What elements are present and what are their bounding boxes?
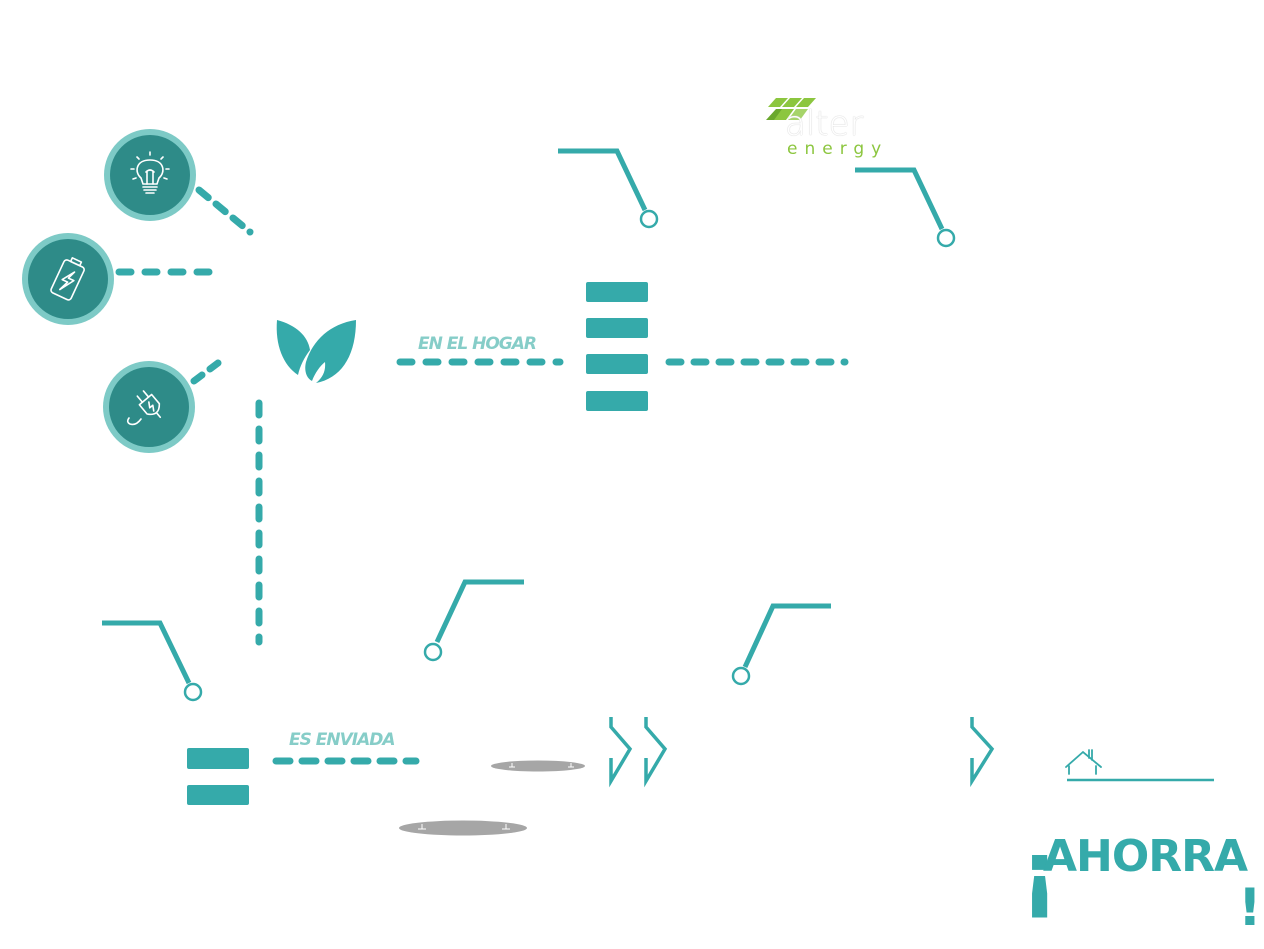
battery-node (22, 233, 114, 325)
connector-plug (190, 353, 230, 385)
headline-close-mark: ! (1238, 878, 1262, 938)
connector-lightbulb (195, 186, 254, 236)
house-icon (1065, 749, 1102, 775)
callout-top-right (855, 167, 956, 248)
callout-top-center (558, 148, 659, 229)
headline-open-mark: ¡ (1020, 823, 1060, 923)
headline-word: AHORRA (1043, 831, 1248, 882)
plug-icon (126, 390, 162, 426)
lightbulb-node (104, 129, 196, 221)
stack-bar (586, 354, 648, 374)
arrow-3-icon (970, 717, 995, 788)
lightbulb-icon (130, 151, 170, 194)
stack-bar (586, 391, 648, 411)
leaf-icon (276, 320, 356, 383)
logo-wordmark: alter (785, 104, 864, 144)
stack-center (586, 282, 648, 411)
plug-node (103, 361, 195, 453)
shadow-oval-lower (399, 820, 527, 836)
arrow-1-icon (609, 717, 633, 788)
stack-bottom-left (187, 748, 249, 805)
stack-bar (187, 748, 249, 769)
arrow-2-icon (644, 717, 668, 788)
callout-bottom-left (102, 620, 203, 702)
label-es-enviada: ES ENVIADA (289, 730, 396, 750)
callout-bottom-center (423, 579, 524, 662)
shadow-oval-upper (491, 760, 585, 772)
logo-subtitle: energy (787, 139, 889, 159)
stack-bar (586, 282, 648, 302)
logo-panel-icon (766, 98, 816, 120)
stack-bar (187, 785, 249, 805)
callout-bottom-right (731, 603, 831, 686)
battery-icon (50, 257, 85, 301)
label-en-el-hogar: EN EL HOGAR (418, 334, 537, 354)
stack-bar (586, 318, 648, 338)
